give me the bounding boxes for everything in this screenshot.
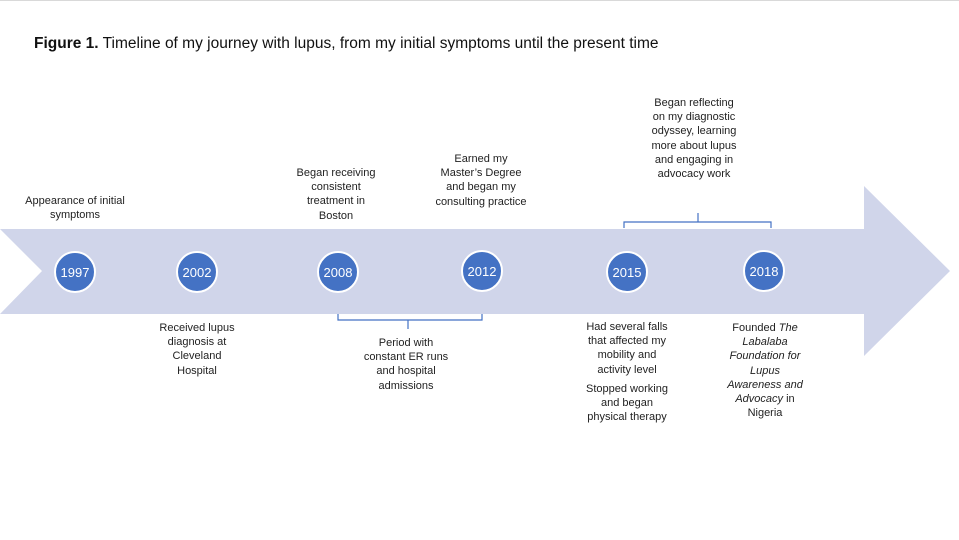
top-divider [0, 0, 959, 1]
node-2012: 2012 [461, 250, 503, 292]
bracket-2008-2012 [337, 314, 483, 321]
label-2018-post: in Nigeria [747, 393, 795, 420]
caption-text: Timeline of my journey with lupus, from … [98, 35, 659, 52]
label-2018-pre: Founded [732, 322, 779, 334]
label-2015-2018-above: Began reflecting on my diagnostic odysse… [651, 97, 737, 181]
node-1997: 1997 [54, 251, 96, 293]
node-2008: 2008 [317, 251, 359, 293]
label-2015-below-a: Had several falls that affected my mobil… [586, 321, 668, 376]
caption-label: Figure 1. [34, 35, 99, 52]
bracket-2015-2018 [623, 221, 772, 228]
node-2015: 2015 [606, 251, 648, 293]
label-2018-below: Founded The Labalaba Foundation for Lupu… [722, 321, 808, 420]
label-2018-foundation: The Labalaba Foundation for Lupus Awaren… [727, 322, 803, 406]
node-2002: 2002 [176, 251, 218, 293]
label-2002-below: Received lupus diagnosis at Cleveland Ho… [159, 322, 235, 377]
figure-caption: Figure 1. Timeline of my journey with lu… [34, 35, 659, 53]
label-2012-above: Earned my Master’s Degree and began my c… [435, 153, 527, 208]
label-2015-below-b: Stopped working and began physical thera… [586, 383, 668, 424]
label-1997: Appearance of initial symptoms [25, 195, 125, 222]
node-2018: 2018 [743, 250, 785, 292]
label-2008-above: Began receiving consistent treatment in … [296, 167, 376, 222]
label-2008-2012-below: Period with constant ER runs and hospita… [363, 337, 449, 392]
